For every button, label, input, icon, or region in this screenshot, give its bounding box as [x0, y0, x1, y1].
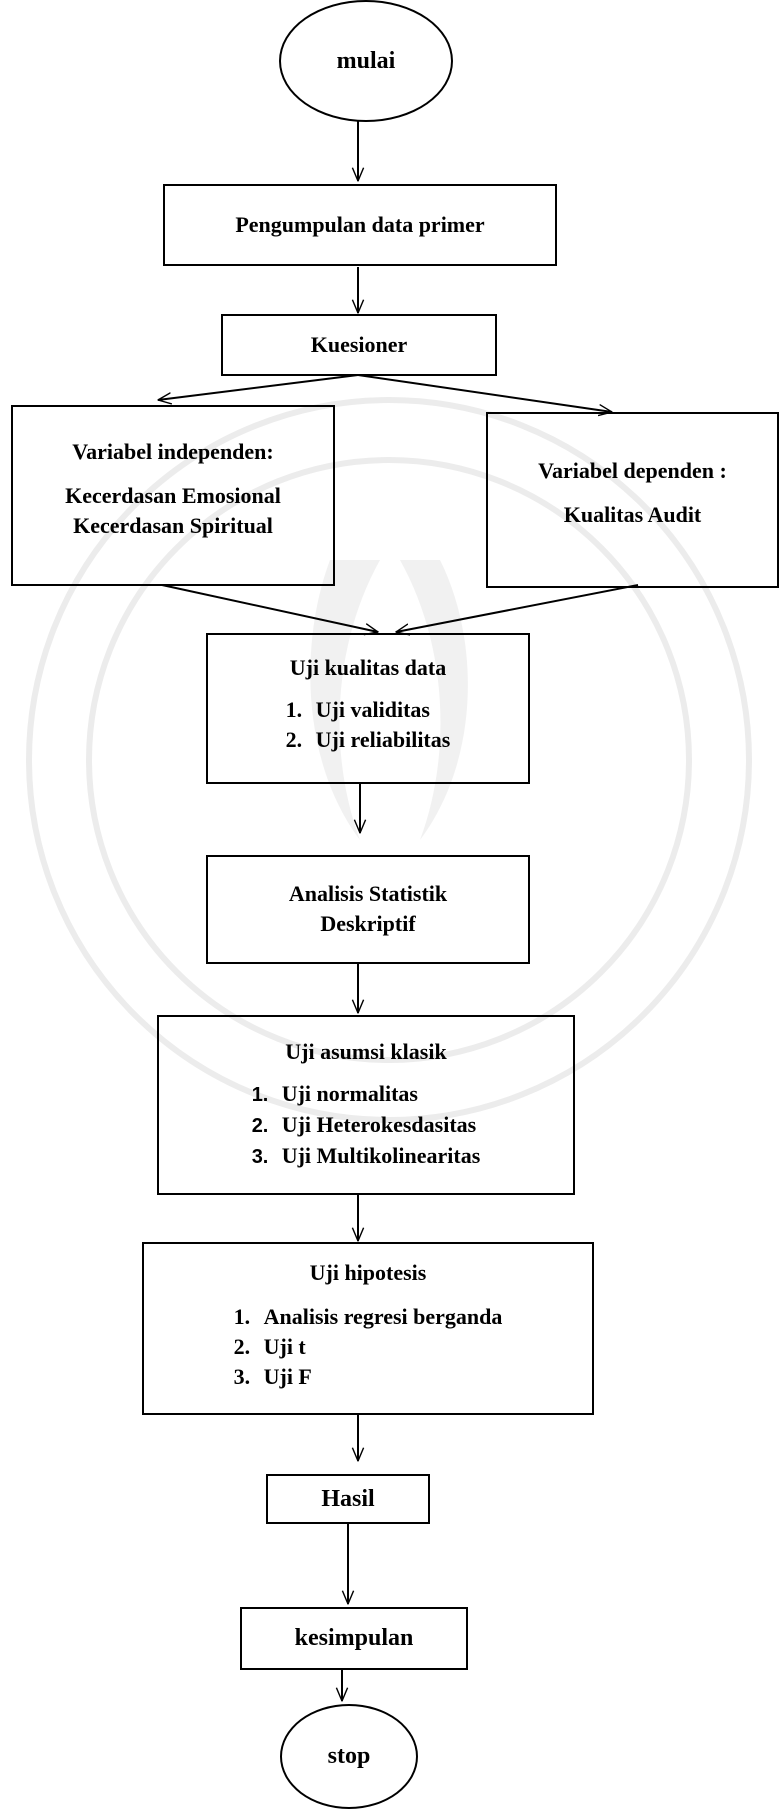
result-label: Hasil [321, 1485, 375, 1512]
independent-title: Variabel independen: [72, 439, 274, 464]
assumption-title: Uji asumsi klasik [285, 1039, 447, 1064]
hypothesis-title: Uji hipotesis [309, 1260, 427, 1285]
collect-data-node: Pengumpulan data primer [163, 184, 557, 266]
descriptive-statistics-node: Analisis Statistik Deskriptif [206, 855, 530, 964]
quality-list: 1.Uji validitas 2.Uji reliabilitas [286, 695, 451, 755]
list-item: 2.Uji t [233, 1334, 306, 1359]
quality-title: Uji kualitas data [289, 655, 447, 680]
result-node: Hasil [266, 1474, 430, 1524]
stop-node: stop [280, 1704, 418, 1809]
list-item: 1.Uji normalitas [251, 1081, 418, 1106]
start-node: mulai [279, 0, 453, 122]
descriptive-line-1: Analisis Statistik [288, 881, 448, 906]
list-item: 3.Uji Multikolinearitas [251, 1143, 481, 1168]
edge-dependent-quality [396, 584, 639, 632]
dependent-item-1: Kualitas Audit [563, 502, 702, 527]
collect-data-label: Pengumpulan data primer [235, 212, 485, 237]
list-item: 2.Uji Heterokesdasitas [251, 1112, 477, 1137]
dependent-title: Variabel dependen : [538, 458, 727, 483]
list-item: 2.Uji reliabilitas [285, 727, 451, 752]
independent-item-2: Kecerdasan Spiritual [73, 513, 273, 538]
dependent-variable-node: Variabel dependen : Kualitas Audit [486, 412, 779, 588]
independent-variable-node: Variabel independen: Kecerdasan Emosiona… [11, 405, 335, 586]
hypothesis-list: 1.Analisis regresi berganda 2.Uji t 3.Uj… [234, 1302, 503, 1392]
data-quality-test-node: Uji kualitas data 1.Uji validitas 2.Uji … [206, 633, 530, 784]
conclusion-label: kesimpulan [294, 1625, 414, 1651]
hypothesis-test-node: Uji hipotesis 1.Analisis regresi bergand… [142, 1242, 594, 1415]
independent-item-1: Kecerdasan Emosional [65, 483, 281, 508]
list-item: 3.Uji F [233, 1364, 312, 1389]
start-label: mulai [336, 47, 396, 74]
descriptive-line-2: Deskriptif [320, 911, 416, 936]
list-item: 1.Uji validitas [285, 697, 430, 722]
edge-questionnaire-independent [158, 374, 359, 400]
questionnaire-node: Kuesioner [221, 314, 497, 376]
list-item: 1.Analisis regresi berganda [233, 1304, 503, 1329]
edge-questionnaire-dependent [357, 374, 612, 412]
classical-assumption-node: Uji asumsi klasik 1.Uji normalitas 2.Uji… [157, 1015, 575, 1195]
assumption-list: 1.Uji normalitas 2.Uji Heterokesdasitas … [252, 1079, 481, 1172]
stop-label: stop [327, 1743, 371, 1769]
edge-independent-quality [161, 584, 378, 632]
conclusion-node: kesimpulan [240, 1607, 468, 1670]
questionnaire-label: Kuesioner [310, 332, 408, 357]
